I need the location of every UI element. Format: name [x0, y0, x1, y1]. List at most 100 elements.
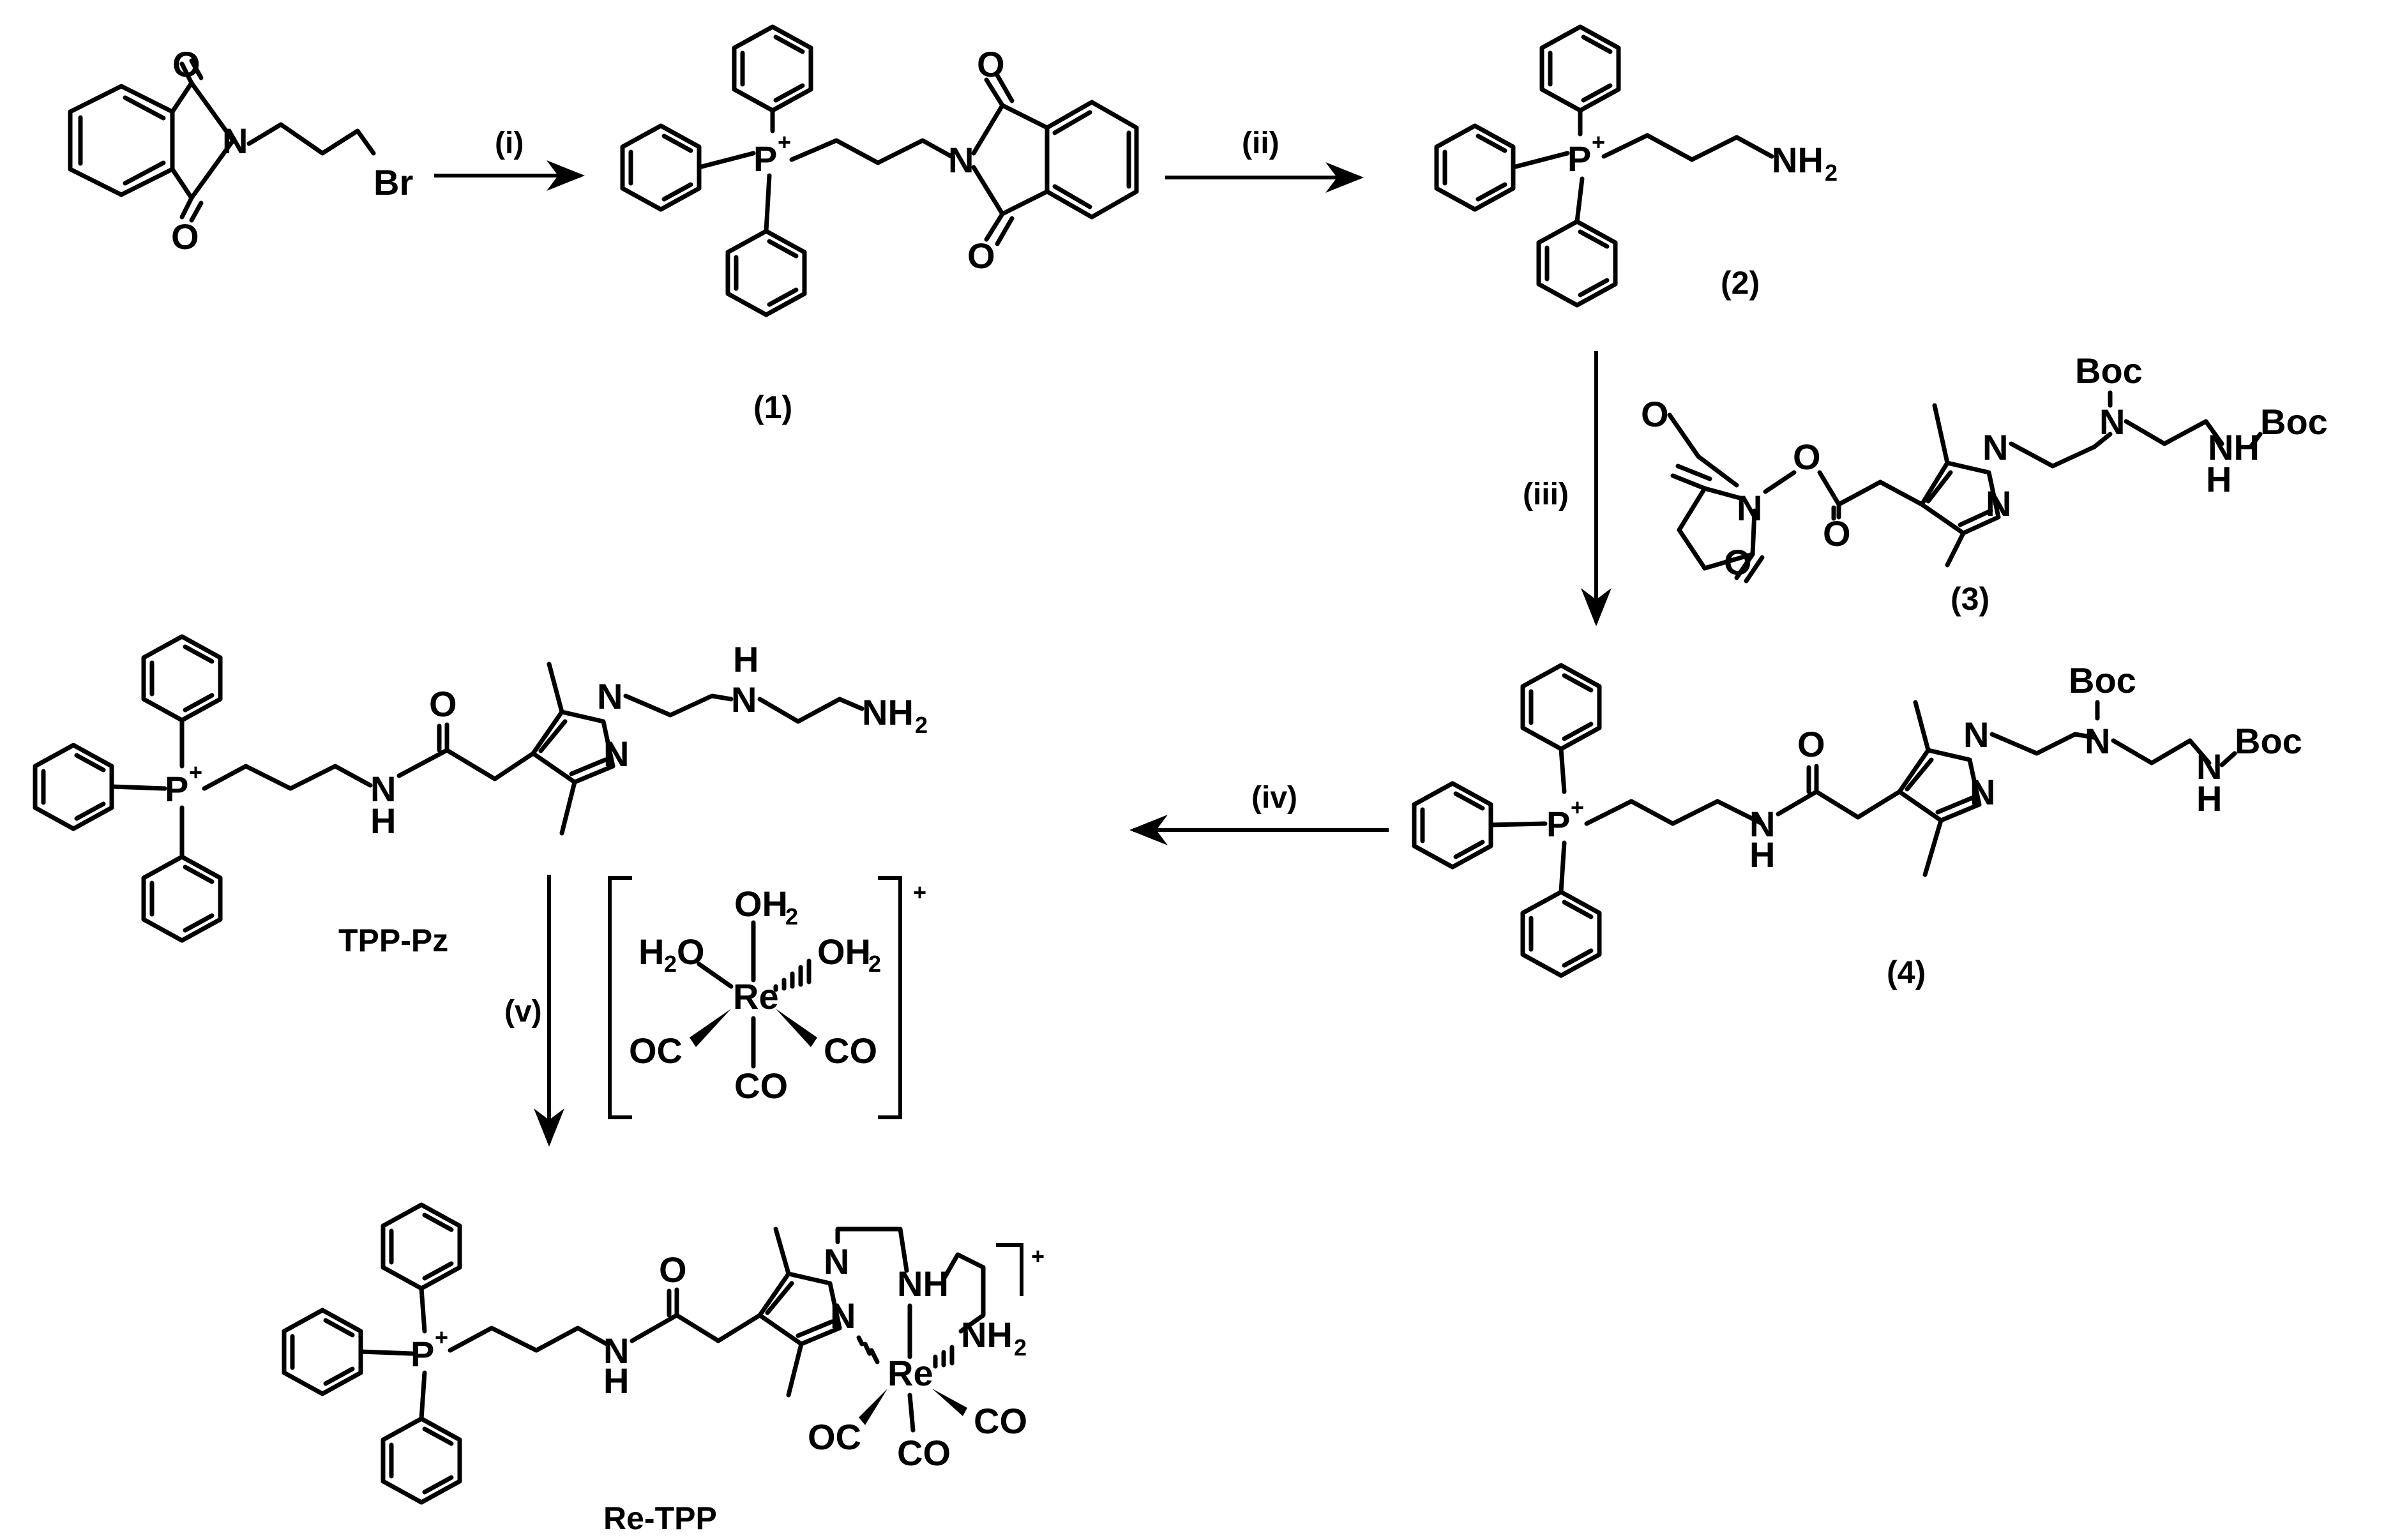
- ligand-OH2: OH: [817, 932, 871, 972]
- hashed-bond: [773, 958, 812, 992]
- ligand-CO: CO: [734, 1066, 788, 1106]
- compound-label-4: (4): [1887, 955, 1926, 990]
- atom-N: N: [1749, 804, 1775, 844]
- charge-plus: +: [189, 759, 202, 785]
- wedge-bond: [690, 1009, 731, 1047]
- ligand-CO: CO: [824, 1030, 877, 1071]
- reagent-label-v: (v): [504, 995, 542, 1029]
- atom-N: N: [1737, 488, 1762, 528]
- charge-plus: +: [913, 879, 926, 905]
- atom-P: P: [165, 769, 188, 809]
- atom-O: O: [429, 684, 457, 724]
- atom-O: O: [977, 44, 1005, 84]
- subscript-2: 2: [785, 903, 798, 930]
- atom-N: N: [603, 734, 629, 774]
- atom-N: N: [2099, 402, 2125, 442]
- reagent-label-iv: (iv): [1251, 781, 1297, 815]
- atom-N: N: [2196, 746, 2222, 787]
- subscript-2: 2: [1825, 160, 1838, 186]
- atom-H: H: [2196, 778, 2222, 819]
- atom-P: P: [411, 1334, 434, 1374]
- atom-H: H: [733, 639, 759, 679]
- atom-N: N: [222, 121, 248, 161]
- atom-N: N: [603, 1331, 629, 1371]
- ligand-OH2: OH: [734, 884, 788, 924]
- atom-N: N: [830, 1295, 856, 1336]
- atom-P: P: [753, 139, 777, 179]
- compound-3: O O N O O N N N Boc NH H Boc: [1641, 351, 2328, 584]
- atom-N: N: [597, 676, 623, 716]
- atom-N: N: [370, 769, 396, 809]
- atom-NH: NH: [897, 1264, 949, 1304]
- atom-N: N: [1982, 427, 2008, 467]
- ligand-OC: OC: [629, 1030, 683, 1071]
- atom-O: O: [1823, 513, 1851, 554]
- atom-N: N: [948, 140, 974, 180]
- subscript-2: 2: [664, 951, 677, 977]
- atom-N: N: [1970, 772, 1995, 812]
- wedge-bond: [859, 1389, 887, 1425]
- atom-NH2: NH: [961, 1315, 1013, 1355]
- compound-4: P + N H O N N N Boc N H Boc: [1412, 660, 2302, 978]
- wedge-bond: [776, 1009, 817, 1047]
- subscript-2: 2: [868, 951, 881, 977]
- ligand-OC: OC: [808, 1417, 861, 1457]
- atom-O: O: [967, 236, 995, 276]
- atom-N: N: [1986, 483, 2011, 524]
- subscript-2: 2: [915, 712, 928, 738]
- atom-O: O: [1724, 542, 1752, 582]
- atom-N: N: [824, 1241, 849, 1281]
- atom-Boc: Boc: [2075, 351, 2143, 391]
- atom-Boc: Boc: [2069, 660, 2136, 700]
- atom-O: O: [659, 1249, 687, 1290]
- atom-NH2: NH: [1772, 140, 1823, 180]
- atom-Re: Re: [887, 1353, 933, 1393]
- atom-N: N: [1963, 714, 1989, 755]
- atom-Re: Re: [733, 976, 779, 1016]
- ligand-CO: CO: [897, 1433, 951, 1473]
- hashed-bond: [856, 1335, 880, 1364]
- compound-label-3: (3): [1951, 581, 1989, 617]
- compound-1: P + N O O: [620, 24, 1139, 317]
- atom-Boc: Boc: [2235, 721, 2302, 761]
- rhenium-tricarbonyl-precursor: + Re OH 2 H 2 O OH 2 OC CO CO: [608, 876, 926, 1119]
- subscript-2: 2: [1014, 1334, 1027, 1361]
- compound-2: P + NH 2: [1434, 24, 1838, 308]
- compound-label-re-tpp: Re-TPP: [603, 1500, 717, 1536]
- atom-N: N: [2085, 721, 2110, 761]
- atom-Br: Br: [374, 162, 413, 202]
- ligand-H2O: H: [638, 932, 664, 972]
- atom-P: P: [1567, 139, 1591, 179]
- atom-O: O: [171, 216, 199, 257]
- charge-plus: +: [1592, 129, 1605, 155]
- atom-H: H: [1749, 834, 1775, 875]
- compound-tpp-pz: P + N H O N N N H NH 2: [33, 634, 928, 943]
- atom-O: O: [1641, 394, 1669, 434]
- atom-Boc: Boc: [2260, 402, 2328, 442]
- atom-O: O: [172, 44, 200, 84]
- charge-plus: +: [778, 129, 791, 155]
- atom-O: O: [1793, 437, 1821, 477]
- compound-re-tpp: P + N H O N N NH NH 2 + Re: [282, 1202, 1045, 1505]
- hashed-bond: [933, 1345, 955, 1369]
- ligand-CO: CO: [974, 1401, 1027, 1441]
- charge-plus: +: [1031, 1243, 1045, 1269]
- compound-label-tpp-pz: TPP-Pz: [338, 923, 448, 958]
- wedge-bond: [932, 1389, 967, 1416]
- compound-label-1: (1): [753, 389, 792, 425]
- atom-H: H: [2206, 459, 2231, 499]
- atom-NH2: NH: [862, 692, 914, 732]
- atom-H: H: [370, 801, 396, 841]
- atom-N: N: [731, 679, 757, 720]
- atom-H: H: [603, 1361, 629, 1401]
- charge-plus: +: [435, 1324, 448, 1350]
- reagent-label-ii: (ii): [1242, 126, 1280, 160]
- reagent-label-i: (i): [495, 126, 524, 160]
- atom-O: O: [677, 932, 705, 972]
- atom-O: O: [1797, 724, 1825, 764]
- bromopropyl-phthalimide: O O N Br: [68, 44, 413, 257]
- compound-label-2: (2): [1721, 265, 1760, 301]
- charge-plus: +: [1571, 794, 1584, 820]
- reagent-label-iii: (iii): [1523, 478, 1569, 511]
